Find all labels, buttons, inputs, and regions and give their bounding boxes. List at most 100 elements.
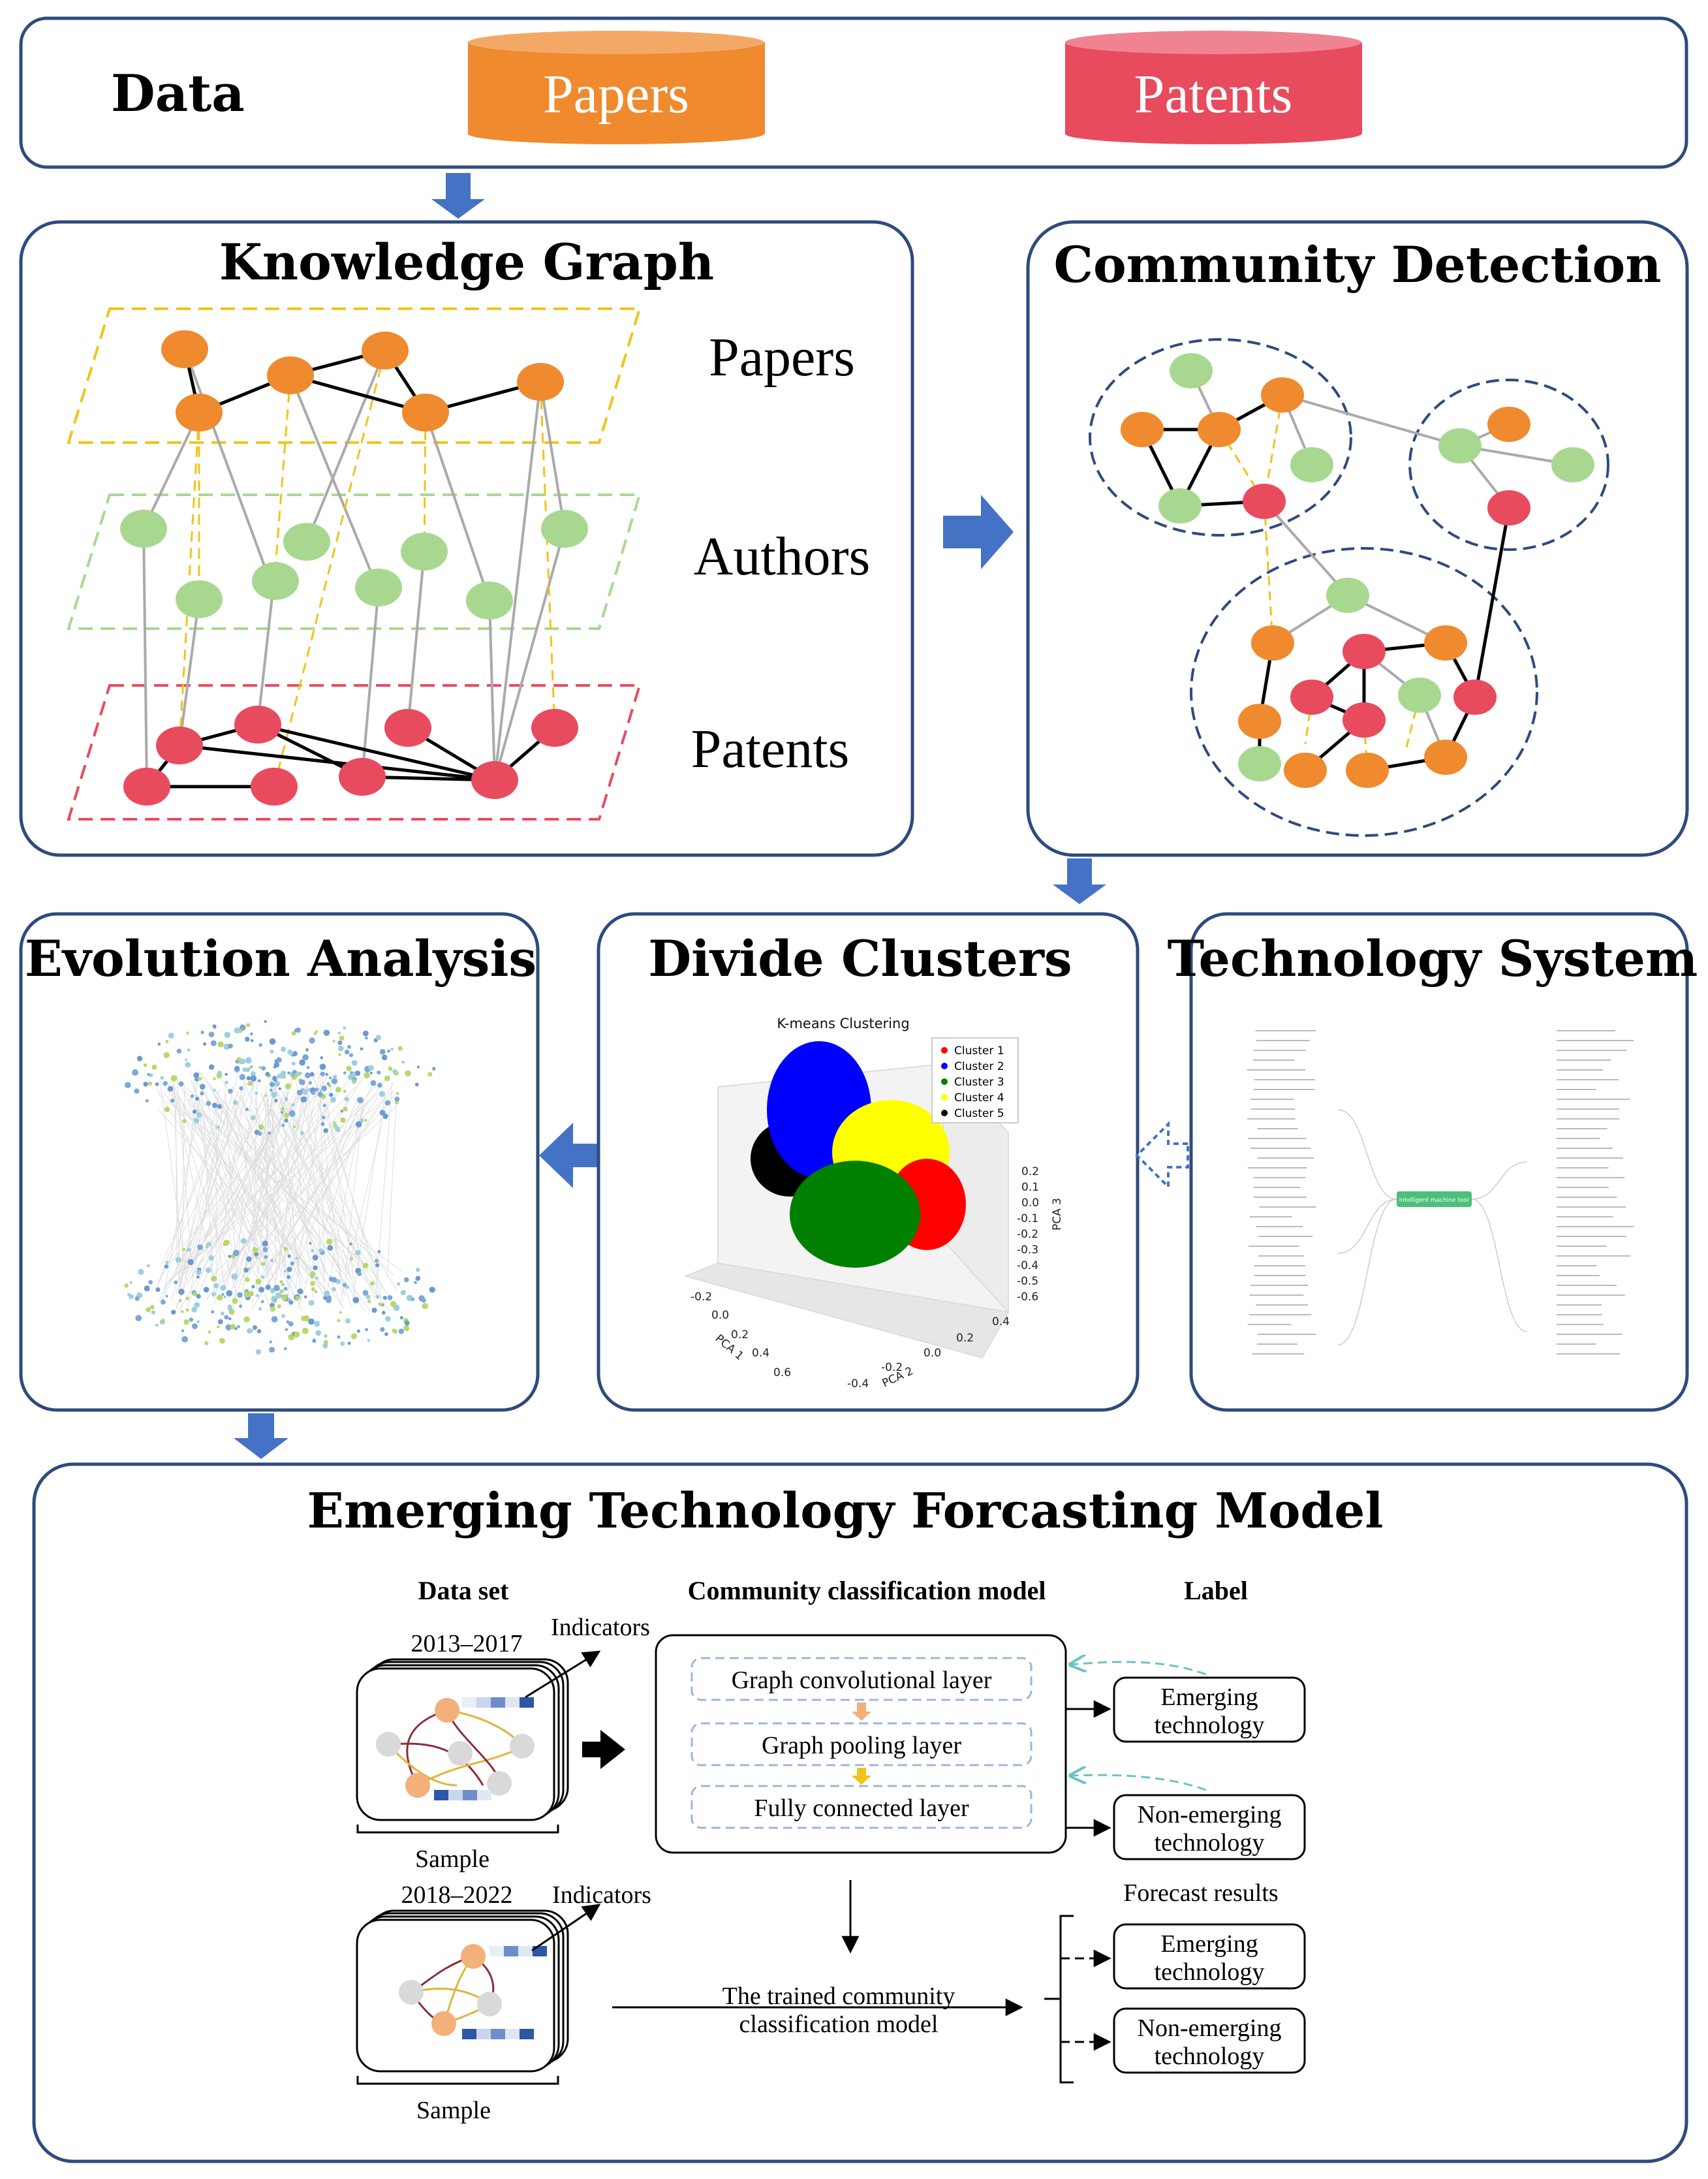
evolution-node bbox=[309, 1072, 315, 1077]
evolution-node bbox=[365, 1328, 368, 1332]
evolution-node bbox=[277, 1304, 281, 1309]
evolution-node bbox=[269, 1340, 272, 1343]
evolution-node bbox=[237, 1292, 243, 1298]
evolution-node bbox=[226, 1290, 233, 1297]
evolution-node bbox=[206, 1101, 211, 1106]
indicator-bar bbox=[462, 1697, 534, 1708]
community-author-nodes bbox=[1158, 353, 1594, 781]
evolution-node bbox=[155, 1082, 159, 1086]
evolution-node bbox=[132, 1069, 138, 1076]
evolution-node bbox=[203, 1287, 210, 1293]
arrow-data-to-kg bbox=[431, 173, 485, 219]
evolution-node bbox=[308, 1300, 315, 1306]
evolution-node bbox=[394, 1096, 400, 1102]
evolution-node bbox=[193, 1291, 198, 1296]
evolution-node bbox=[145, 1099, 149, 1103]
evolution-node bbox=[427, 1072, 433, 1077]
evolution-node bbox=[189, 1317, 194, 1322]
evolution-node bbox=[210, 1276, 217, 1282]
data-panel: Data Papers Patents bbox=[19, 16, 1688, 169]
kg-patent-nodes bbox=[123, 706, 578, 806]
evolution-node bbox=[148, 1279, 153, 1285]
community-detection-title: Community Detection bbox=[1053, 236, 1661, 294]
evolution-node bbox=[144, 1285, 150, 1292]
evolution-node bbox=[308, 1318, 315, 1325]
evolution-node bbox=[247, 1266, 251, 1270]
evolution-node bbox=[257, 1079, 261, 1083]
evolution-node bbox=[416, 1276, 420, 1280]
evolution-node bbox=[255, 1349, 262, 1355]
evolution-node bbox=[349, 1053, 354, 1058]
evolution-node bbox=[333, 1121, 336, 1124]
evolution-node bbox=[276, 1057, 282, 1063]
arrow-train-to-model bbox=[582, 1730, 625, 1769]
evolution-node bbox=[288, 1300, 294, 1305]
evolution-node bbox=[347, 1341, 351, 1345]
evolution-node bbox=[362, 1290, 369, 1296]
evolution-node bbox=[306, 1066, 310, 1069]
header-dataset: Data set bbox=[418, 1576, 510, 1605]
classification-model-box: Graph convolutional layer Graph pooling … bbox=[655, 1634, 1067, 1854]
evolution-node bbox=[291, 1103, 295, 1107]
evolution-analysis-title: Evolution Analysis bbox=[25, 930, 536, 988]
evolution-node bbox=[313, 1265, 318, 1270]
evolution-node bbox=[414, 1082, 419, 1087]
evolution-node bbox=[255, 1278, 262, 1285]
technology-system-panel: Technology System Intelligent machine to… bbox=[1168, 912, 1698, 1412]
legend-cluster-3: Cluster 3 bbox=[954, 1076, 1004, 1089]
evolution-node bbox=[299, 1079, 305, 1086]
evolution-node bbox=[255, 1091, 258, 1095]
z-tick: 0.0 bbox=[1021, 1197, 1039, 1210]
evolution-node bbox=[355, 1121, 362, 1128]
forecast-emerging-line2: technology bbox=[1155, 1958, 1265, 1986]
evolution-node bbox=[268, 1131, 272, 1135]
evolution-node bbox=[198, 1076, 202, 1081]
evolution-node bbox=[265, 1285, 271, 1291]
evolution-node bbox=[339, 1035, 345, 1041]
evolution-node bbox=[150, 1304, 155, 1309]
evolution-node bbox=[260, 1275, 265, 1279]
evolution-node bbox=[124, 1283, 129, 1288]
evolution-node bbox=[295, 1296, 300, 1301]
evolution-node bbox=[264, 1020, 267, 1023]
kg-paper-nodes bbox=[161, 330, 564, 431]
evolution-node bbox=[245, 1037, 250, 1042]
divide-clusters-panel: Divide Clusters K-means Clustering Clust… bbox=[597, 912, 1140, 1412]
evolution-node bbox=[367, 1299, 371, 1304]
evolution-node bbox=[213, 1088, 216, 1092]
evolution-node bbox=[161, 1319, 165, 1323]
evolution-node bbox=[228, 1043, 233, 1049]
evolution-node bbox=[349, 1257, 353, 1261]
evolution-node bbox=[257, 1131, 262, 1137]
evolution-node bbox=[280, 1074, 285, 1079]
evolution-node bbox=[187, 1247, 191, 1252]
evolution-node bbox=[204, 1341, 209, 1345]
evolution-node bbox=[401, 1060, 405, 1064]
evolution-node bbox=[213, 1283, 219, 1289]
evolution-node bbox=[299, 1059, 305, 1066]
evolution-node bbox=[302, 1089, 308, 1095]
evolution-node bbox=[314, 1290, 318, 1294]
z-tick: -0.4 bbox=[1017, 1259, 1038, 1272]
evolution-node bbox=[258, 1043, 262, 1047]
evolution-node bbox=[323, 1128, 329, 1133]
evolution-node bbox=[411, 1297, 415, 1302]
evolution-node bbox=[232, 1249, 240, 1257]
evolution-node bbox=[322, 1115, 326, 1120]
evolution-node bbox=[255, 1255, 258, 1259]
evolution-node bbox=[357, 1097, 364, 1104]
evolution-node bbox=[371, 1308, 377, 1313]
evolution-node bbox=[232, 1100, 238, 1105]
evolution-node bbox=[315, 1030, 318, 1033]
evolution-node bbox=[332, 1074, 337, 1079]
evolution-node bbox=[429, 1287, 435, 1293]
indicator-bar bbox=[434, 1790, 491, 1800]
evolution-node bbox=[356, 1329, 361, 1333]
evolution-node bbox=[387, 1294, 393, 1300]
evolution-node bbox=[252, 1325, 258, 1330]
evolution-node bbox=[362, 1262, 369, 1269]
evolution-node bbox=[326, 1238, 333, 1245]
evolution-node bbox=[337, 1045, 344, 1052]
evolution-node bbox=[165, 1261, 169, 1264]
evolution-node bbox=[269, 1088, 273, 1092]
